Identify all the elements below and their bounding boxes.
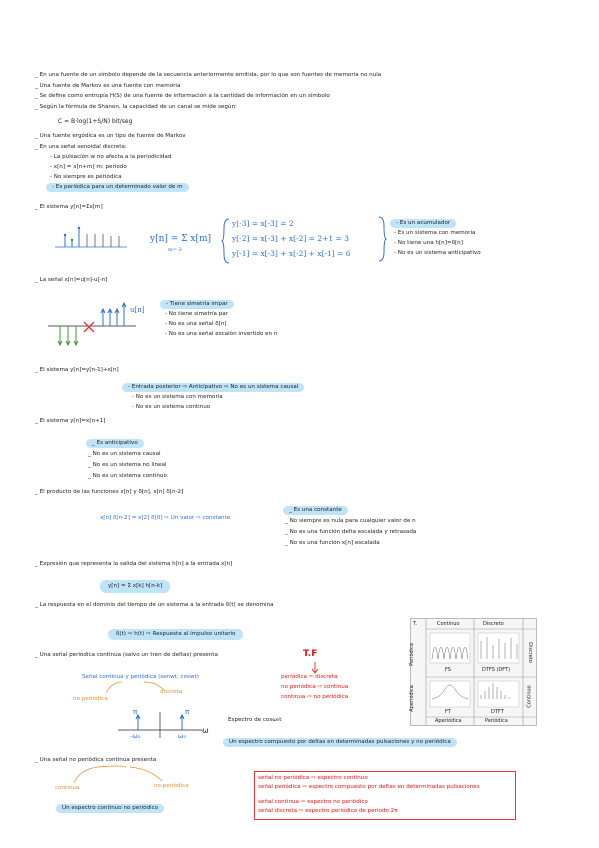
tf-arrow — [311, 662, 319, 674]
label-no-periodica-2: no periódica — [154, 783, 189, 789]
summary-line-4: señal discreta ⇨ espectro periódico de p… — [258, 808, 398, 814]
statement-accumulator: _ El sistema y[n]=Σx[m] — [35, 204, 103, 210]
fig-cell-ft: FT — [445, 709, 451, 715]
statement-ergodic: _ Una fuente ergódica es un tipo de fuen… — [35, 133, 186, 139]
advance-item-1: _ No es un sistema causal — [88, 451, 161, 457]
fourier-table-grid — [425, 619, 536, 725]
omega-axis: ω — [202, 726, 209, 735]
product-item-2: _ No es una función delta escalada y ret… — [285, 529, 417, 535]
stem-plot-odd-signal — [48, 301, 136, 347]
label-continua: continua — [55, 785, 80, 791]
odd-item-2: - No es una señal δ[n] — [165, 321, 227, 327]
fig-bottom-periodica: Periódica — [485, 718, 508, 724]
u-label: u[n] — [130, 306, 145, 314]
product-item-1: _ No siempre es nula para cualquier valo… — [285, 518, 416, 524]
recursive-item-1: - No es un sistema con memoria — [132, 394, 223, 400]
statement-markov: _ Una fuente de Markov es una fuente con… — [35, 83, 181, 89]
advance-item-2: _ No es un sistema no lineal — [88, 462, 167, 468]
fig-row-aperiodica: Aperiódica — [408, 685, 415, 712]
fig-col-discreto: Discreto — [483, 621, 504, 627]
accumulator-eq-1: y[-3] = x[-3] = 2 — [232, 219, 294, 228]
summary-box: señal no periódica ⇨ espectro continuo s… — [254, 771, 516, 820]
statement-product: _ El producto de las funciones x[n] y δ[… — [35, 489, 184, 495]
accumulator-equation-sub: m=-3 — [168, 247, 182, 253]
fig-cell-dtfs: DTFS (DFT) — [482, 667, 511, 673]
brace-left — [220, 218, 230, 264]
tf-rule-2: no periódica ⇨ continua — [281, 684, 349, 690]
accumulator-answer-highlight: - Es un acumulador — [390, 219, 457, 228]
summary-line-3: señal continua ⇨ espectro no periódico — [258, 799, 368, 805]
tf-rule-1: periódica ⇨ discreta — [281, 674, 338, 680]
stem-plot-accumulator — [55, 226, 127, 248]
product-item-3: _ No es una función x[n] escalada — [285, 540, 380, 546]
odd-item-1: - No tiene simetría par — [165, 311, 229, 317]
w0: ω₀ — [178, 732, 187, 740]
sine-item-4-highlight: - Es periódica para un determinado valor… — [46, 183, 189, 192]
fig-bottom-aperiodica: Aperiódica — [435, 718, 462, 724]
statement-convolution: _ Expresión que representa la salida del… — [35, 561, 233, 567]
label-discreta: discreta — [160, 689, 183, 695]
sine-item-2: - x[n] = x[n+m] m: período — [50, 164, 127, 170]
branch-lines-1 — [105, 681, 165, 694]
cos-spectrum-plot — [118, 712, 202, 738]
accumulator-eq-2: y[-2] = x[-3] + x[-2] = 2+1 = 3 — [232, 234, 349, 243]
product-equation: x[n] δ[n-2] = x[2] δ[0] ⇨ Un valor ⇨ con… — [100, 515, 231, 521]
impulse-highlight: δ(t) ⇨ h(t) ⇨ Respuesta al impulso unita… — [108, 629, 244, 640]
signal-continuous-periodic: Señal continua y periódica (senwt, coswt… — [82, 674, 199, 680]
label-no-periodica: no periódica — [73, 696, 108, 702]
statement-impulse: _ La respuesta en el dominio del tiempo … — [35, 602, 274, 608]
summary-line-2: señal periódica ⇨ espectro compuesto por… — [258, 784, 480, 790]
recursive-answer-highlight: - Entrada posterior ⇨ Anticipativo ⇨ No … — [122, 383, 305, 392]
tf-heading: T.F — [303, 649, 318, 659]
accumulator-item-2: - No tiene una h[n]=δ[n] — [394, 240, 463, 246]
accumulator-item-1: - Es un sistema con memoria — [394, 230, 476, 236]
accumulator-item-3: - No es un sistema anticipativo — [394, 250, 481, 256]
cos-spectrum-title: Espectro de cosω₀t — [228, 717, 282, 723]
convolution-highlight: y[n] = Σ x[k] h[n-k] — [100, 580, 171, 593]
product-answer-highlight: _ Es una constante — [283, 506, 348, 515]
fig-cell-fs: FS — [445, 667, 451, 673]
statement-memory-source: _ En una fuente de un símbolo depende de… — [35, 72, 382, 78]
odd-item-3: - No es una señal escalón invertido en n — [165, 331, 278, 337]
pi-left: π — [133, 708, 138, 716]
pi-right: π — [185, 708, 190, 716]
sine-item-1: - La pulsación w no afecta a la periodic… — [50, 154, 172, 160]
branch-lines-2 — [73, 765, 163, 784]
statement-system-recursive: _ El sistema y[n]=y[n-1]+x[n] — [35, 367, 119, 373]
fig-row-periodica: Periódica — [408, 643, 415, 666]
statement-entropy: _ Se define como entropía H(S) de una fu… — [35, 93, 330, 99]
fig-col-continuo: Continuo — [437, 621, 460, 627]
nonperiodic-answer-highlight: Un espectro continuo no periódico — [56, 804, 165, 813]
fig-side-continuo: Continuo — [526, 685, 533, 708]
fig-cell-dtft: DTFT — [491, 709, 504, 715]
brace-right — [378, 216, 388, 262]
cos-spectrum-answer-highlight: Un espectro compuesto por deltas en dete… — [223, 738, 457, 747]
fig-corner-label: T. — [413, 621, 418, 627]
fourier-table-figure: T. Continuo Discreto Periódica Aperiódic… — [408, 618, 537, 726]
sine-item-3: - No siempre es periódica — [50, 174, 122, 180]
statement-periodic-continuous: _ Una señal periódica continua (salvo un… — [35, 652, 218, 658]
advance-item-3: _ No es un sistema continuo — [88, 473, 167, 479]
statement-shannon: _ Según la fórmula de Shanon, la capacid… — [35, 104, 237, 110]
advance-answer-highlight: _ Es anticipativo — [86, 439, 144, 448]
recursive-item-2: - No es un sistema continuo — [132, 404, 211, 410]
fig-side-discreto: Discreto — [526, 642, 533, 663]
statement-sine-discrete: _ En una señal senoidal discreta: — [35, 144, 127, 150]
statement-system-advance: _ El sistema y[n]=x[n+1] — [35, 418, 106, 424]
statement-nonperiodic-continuous: _ Una señal no periódica continua presen… — [35, 757, 157, 763]
accumulator-eq-3: y[-1] = x[-3] + x[-2] + x[-1] = 6 — [232, 249, 351, 258]
statement-odd-signal: _ La señal x[n]=u[n]-u[-n] — [35, 277, 108, 283]
minus-w0: -ω₀ — [130, 732, 141, 740]
shannon-formula: C = B·log(1+S/N) bit/seg — [58, 118, 133, 125]
accumulator-equation: y[n] = Σ x[m] — [150, 234, 212, 244]
odd-answer-highlight: - Tiene simetría impar — [160, 300, 234, 309]
summary-line-1: señal no periódica ⇨ espectro continuo — [258, 775, 368, 781]
tf-rule-3: continua ⇨ no periódica — [281, 694, 349, 700]
